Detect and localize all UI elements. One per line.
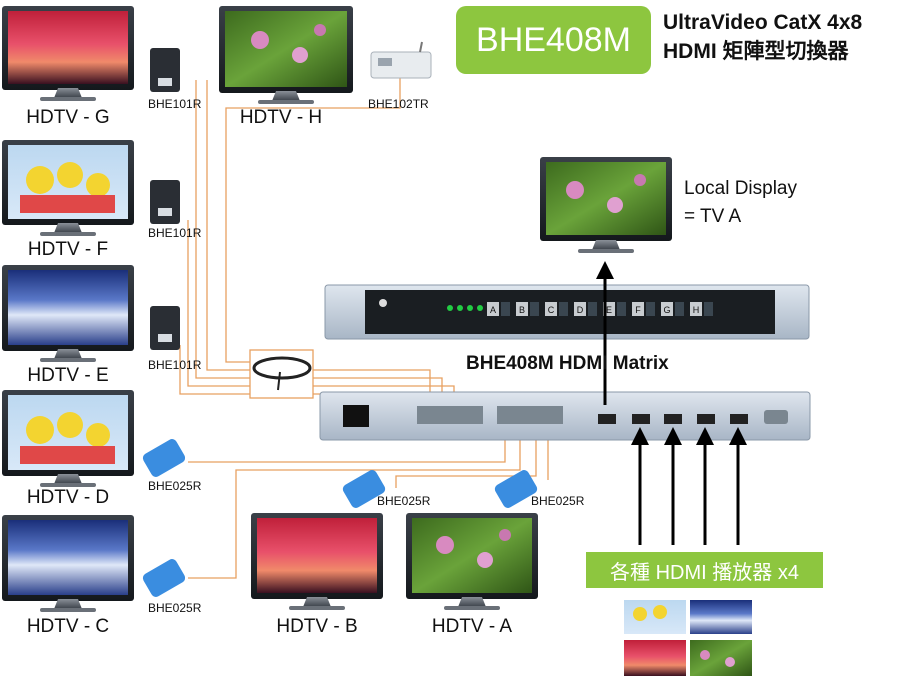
receiver-label-f: BHE101R: [148, 226, 202, 240]
receiver-label-b: BHE025R: [377, 494, 431, 508]
hdmi-players-label: 各種 HDMI 播放器 x4: [586, 552, 823, 588]
front-button-label-a: A: [490, 305, 496, 315]
front-segment-display-g: [675, 302, 684, 316]
tv-label-g: HDTV - G: [26, 107, 110, 128]
front-button-a: [487, 302, 499, 316]
product-title: UltraVideo CatX 4x8 HDMI 矩陣型切換器: [663, 8, 862, 66]
tv-label-b: HDTV - B: [276, 616, 358, 637]
tv-g: [2, 6, 134, 101]
receiver-bhe025r-a: [494, 470, 538, 508]
local-display-line-2: = TV A: [684, 206, 742, 227]
receiver-bhe101r-e: [150, 306, 180, 350]
front-button-c: [545, 302, 557, 316]
receiver-label-c: BHE025R: [148, 601, 202, 615]
receiver-bhe025r-c: [142, 559, 186, 597]
front-button-f: [632, 302, 644, 316]
tv-label-f: HDTV - F: [27, 239, 109, 260]
signal-arrows: [596, 261, 747, 545]
front-button-label-f: F: [635, 305, 641, 315]
receiver-bhe025r-b: [342, 470, 386, 508]
receiver-label-e: BHE101R: [148, 358, 202, 372]
model-badge: BHE408M: [456, 6, 651, 74]
source-thumbnails: [624, 600, 752, 676]
front-button-label-h: H: [693, 305, 700, 315]
front-segment-display-b: [530, 302, 539, 316]
local-display-line-1: Local Display: [684, 178, 797, 199]
receiver-label-d: BHE025R: [148, 479, 202, 493]
receiver-label-a: BHE025R: [531, 494, 585, 508]
tv-local-display: [540, 157, 672, 253]
front-button-h: [690, 302, 702, 316]
front-button-label-e: E: [606, 305, 612, 315]
front-button-label-g: G: [663, 305, 670, 315]
front-button-b: [516, 302, 528, 316]
receiver-bhe101r-g: [150, 48, 180, 92]
front-button-g: [661, 302, 673, 316]
front-segment-display-f: [646, 302, 655, 316]
tv-label-d: HDTV - D: [26, 487, 110, 508]
front-button-d: [574, 302, 586, 316]
tv-a: [406, 513, 538, 610]
tv-label-e: HDTV - E: [27, 365, 109, 386]
title-line-1: UltraVideo CatX 4x8: [663, 11, 863, 34]
front-segment-display-a: [501, 302, 510, 316]
front-segment-display-d: [588, 302, 597, 316]
tv-c: [2, 515, 134, 612]
tv-label-h: HDTV - H: [239, 107, 323, 128]
receiver-bhe101r-f: [150, 180, 180, 224]
matrix-rear-panel: [319, 391, 811, 441]
cable-lines: [179, 78, 549, 579]
receiver-label-g: BHE101R: [148, 97, 202, 111]
tv-d: [2, 390, 134, 487]
front-button-label-d: D: [577, 305, 584, 315]
front-segment-display-e: [617, 302, 626, 316]
tv-h: [219, 6, 353, 104]
front-segment-display-c: [559, 302, 568, 316]
title-line-2: HDMI 矩陣型切換器: [663, 40, 849, 63]
front-segment-display-h: [704, 302, 713, 316]
front-button-label-c: C: [548, 305, 555, 315]
matrix-front-buttons: A B C D E F G H: [487, 302, 713, 316]
receiver-label-h: BHE102TR: [368, 97, 429, 111]
matrix-label: BHE408M HDMI Matrix: [466, 353, 669, 374]
tv-f: [2, 140, 134, 236]
tv-b: [251, 513, 383, 610]
tv-label-c: HDTV - C: [26, 616, 110, 637]
tv-e: [2, 265, 134, 362]
front-button-label-b: B: [519, 305, 525, 315]
cable-coil: [249, 349, 314, 399]
tv-label-a: HDTV - A: [431, 616, 513, 637]
local-display-label: Local Display = TV A: [684, 175, 797, 231]
receiver-bhe025r-d: [142, 439, 186, 477]
receiver-bhe102tr-h: [370, 41, 432, 79]
